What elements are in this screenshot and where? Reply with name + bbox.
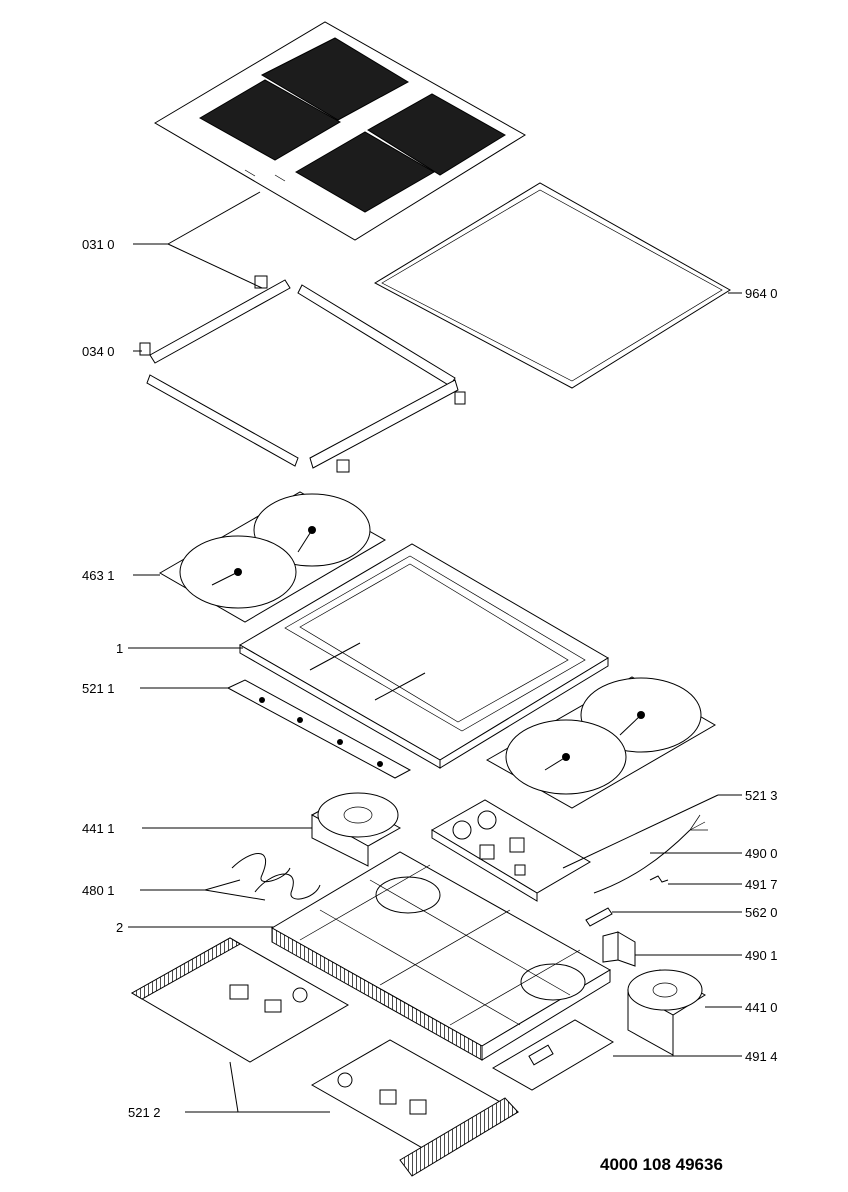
callout-490-0: 490 0 bbox=[745, 846, 778, 861]
callout-031-0: 031 0 bbox=[82, 237, 115, 252]
document-number: 4000 108 49636 bbox=[600, 1155, 723, 1174]
mounting-frame-profiles bbox=[139, 275, 466, 473]
callout-2: 2 bbox=[116, 920, 123, 935]
cooling-fan-left bbox=[310, 792, 402, 867]
cable-clip bbox=[649, 875, 669, 883]
callout-964-0: 964 0 bbox=[745, 286, 778, 301]
leader-lines bbox=[128, 191, 742, 1113]
callout-490-1: 490 1 bbox=[745, 948, 778, 963]
bottom-tray bbox=[271, 851, 611, 1061]
callout-1: 1 bbox=[116, 641, 123, 656]
control-board-strip bbox=[226, 679, 412, 779]
callout-480-1: 480 1 bbox=[82, 883, 115, 898]
callout-441-1: 441 1 bbox=[82, 821, 115, 836]
connection-wires bbox=[231, 853, 321, 900]
callout-491-4: 491 4 bbox=[745, 1049, 778, 1064]
strain-relief bbox=[602, 931, 636, 967]
induction-coil-plate-left bbox=[159, 491, 387, 623]
heatsink-board-left bbox=[130, 937, 350, 1063]
induction-coil-plate-right bbox=[485, 676, 716, 809]
callout-labels: 031 0 964 0 034 0 463 1 1 521 1 521 3 44… bbox=[82, 237, 778, 1120]
callout-562-0: 562 0 bbox=[745, 905, 778, 920]
cooling-fan-right bbox=[627, 969, 706, 1056]
main-housing-frame bbox=[239, 543, 609, 769]
power-cable bbox=[593, 814, 708, 894]
callout-521-3: 521 3 bbox=[745, 788, 778, 803]
power-board-right bbox=[431, 799, 591, 902]
callout-463-1: 463 1 bbox=[82, 568, 115, 583]
heatsink-board-right bbox=[310, 1039, 520, 1177]
callout-521-1: 521 1 bbox=[82, 681, 115, 696]
fuse bbox=[585, 907, 613, 927]
sensor-board bbox=[491, 1019, 614, 1091]
glass-ceramic-top bbox=[154, 21, 526, 241]
gasket-seal bbox=[373, 182, 731, 389]
callout-441-0: 441 0 bbox=[745, 1000, 778, 1015]
callout-521-2: 521 2 bbox=[128, 1105, 161, 1120]
callout-491-7: 491 7 bbox=[745, 877, 778, 892]
callout-034-0: 034 0 bbox=[82, 344, 115, 359]
